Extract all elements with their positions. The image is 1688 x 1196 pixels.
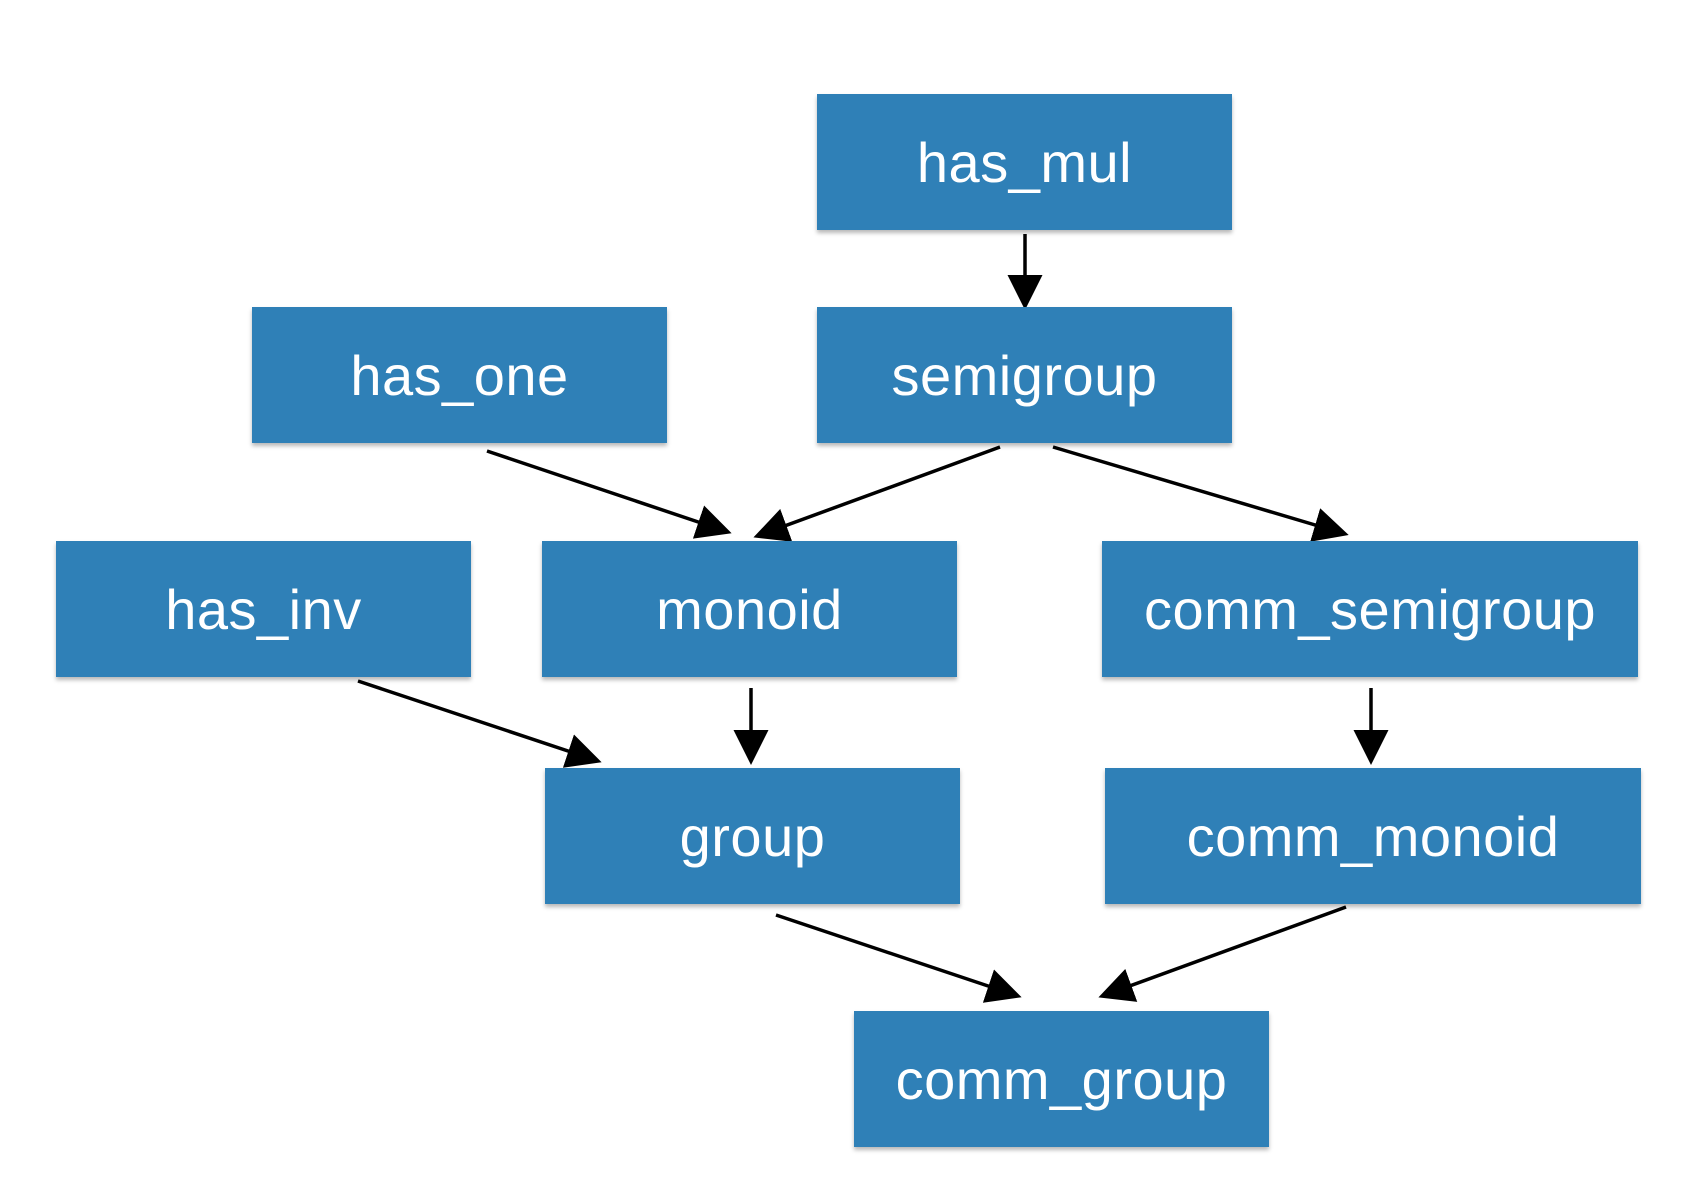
node-label: semigroup (891, 343, 1158, 407)
edge-semigroup-to-monoid (753, 445, 1001, 542)
node-label: group (679, 804, 826, 868)
node-monoid: monoid (542, 541, 957, 677)
node-label: comm_group (895, 1047, 1228, 1111)
node-comm-monoid: comm_monoid (1105, 768, 1641, 904)
edge-group-to-comm-group (775, 913, 1022, 1003)
node-group: group (545, 768, 960, 904)
node-label: has_inv (165, 577, 362, 641)
node-label: has_one (350, 343, 569, 407)
node-has-mul: has_mul (817, 94, 1232, 230)
node-comm-group: comm_group (854, 1011, 1269, 1147)
node-semigroup: semigroup (817, 307, 1232, 443)
node-has-inv: has_inv (56, 541, 471, 677)
edge-semigroup-to-comm-semigroup (1052, 445, 1349, 542)
node-label: comm_monoid (1186, 804, 1560, 868)
edge-has-one-to-monoid (486, 449, 732, 539)
node-label: monoid (656, 577, 843, 641)
node-has-one: has_one (252, 307, 667, 443)
node-comm-semigroup: comm_semigroup (1102, 541, 1638, 677)
edge-has-inv-to-group (357, 679, 602, 768)
node-label: has_mul (916, 130, 1133, 194)
edge-comm-monoid-to-comm-group (1098, 905, 1347, 1002)
node-label: comm_semigroup (1143, 577, 1597, 641)
